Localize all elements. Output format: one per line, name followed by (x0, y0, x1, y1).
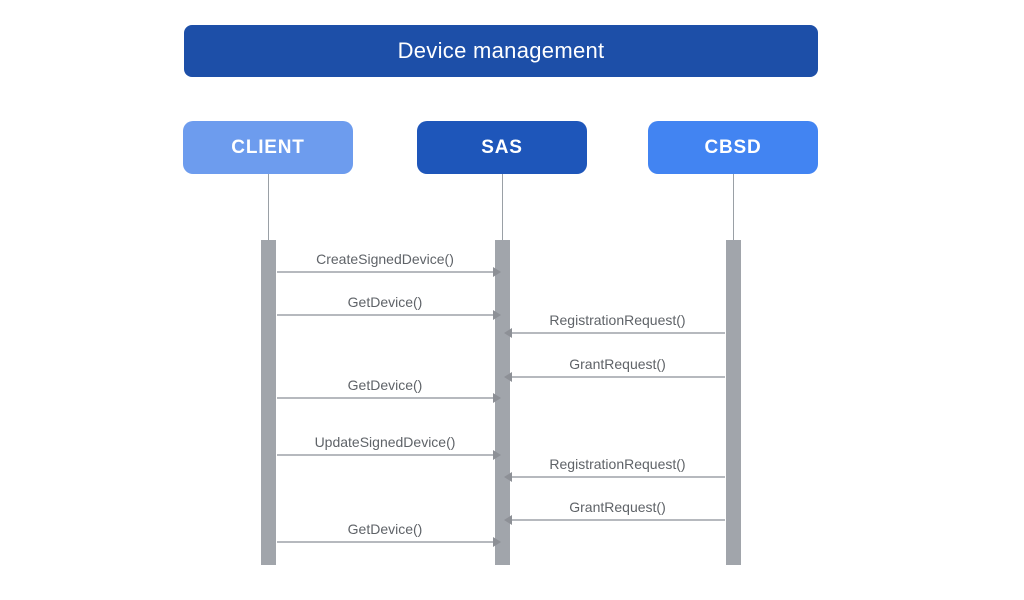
message-label: GetDevice() (347, 521, 423, 537)
message-arrow (503, 515, 725, 525)
message-label: CreateSignedDevice() (316, 251, 454, 267)
message-label: RegistrationRequest() (549, 456, 686, 472)
message-label: GrantRequest() (569, 499, 666, 515)
arrowhead-icon (503, 372, 512, 382)
message-arrow (503, 472, 725, 482)
arrowhead-icon (492, 450, 501, 460)
message-label: GrantRequest() (569, 356, 666, 372)
actor-box-sas: SAS (417, 121, 587, 174)
message-label: GetDevice() (347, 294, 423, 310)
message-arrow (276, 267, 501, 277)
message-arrow (503, 328, 725, 338)
diagram-title: Device management (184, 25, 818, 77)
actor-box-cbsd: CBSD (648, 121, 818, 174)
arrowhead-icon (492, 267, 501, 277)
lifeline-cbsd (733, 174, 734, 240)
arrowhead-icon (503, 515, 512, 525)
arrowhead-icon (503, 472, 512, 482)
message-label: RegistrationRequest() (549, 312, 686, 328)
message-arrow (276, 310, 501, 320)
arrowhead-icon (503, 328, 512, 338)
arrowhead-icon (492, 310, 501, 320)
arrowhead-icon (492, 537, 501, 547)
activation-bar-client (260, 240, 276, 565)
lifeline-sas (502, 174, 503, 240)
message-arrow (276, 450, 501, 460)
actor-box-client: CLIENT (183, 121, 353, 174)
message-arrow (276, 393, 501, 403)
message-arrow (503, 372, 725, 382)
message-arrow (276, 537, 501, 547)
message-label: GetDevice() (347, 377, 423, 393)
activation-bar-sas (494, 240, 510, 565)
message-label: UpdateSignedDevice() (314, 434, 456, 450)
lifeline-client (268, 174, 269, 240)
activation-bar-cbsd (725, 240, 741, 565)
arrowhead-icon (492, 393, 501, 403)
